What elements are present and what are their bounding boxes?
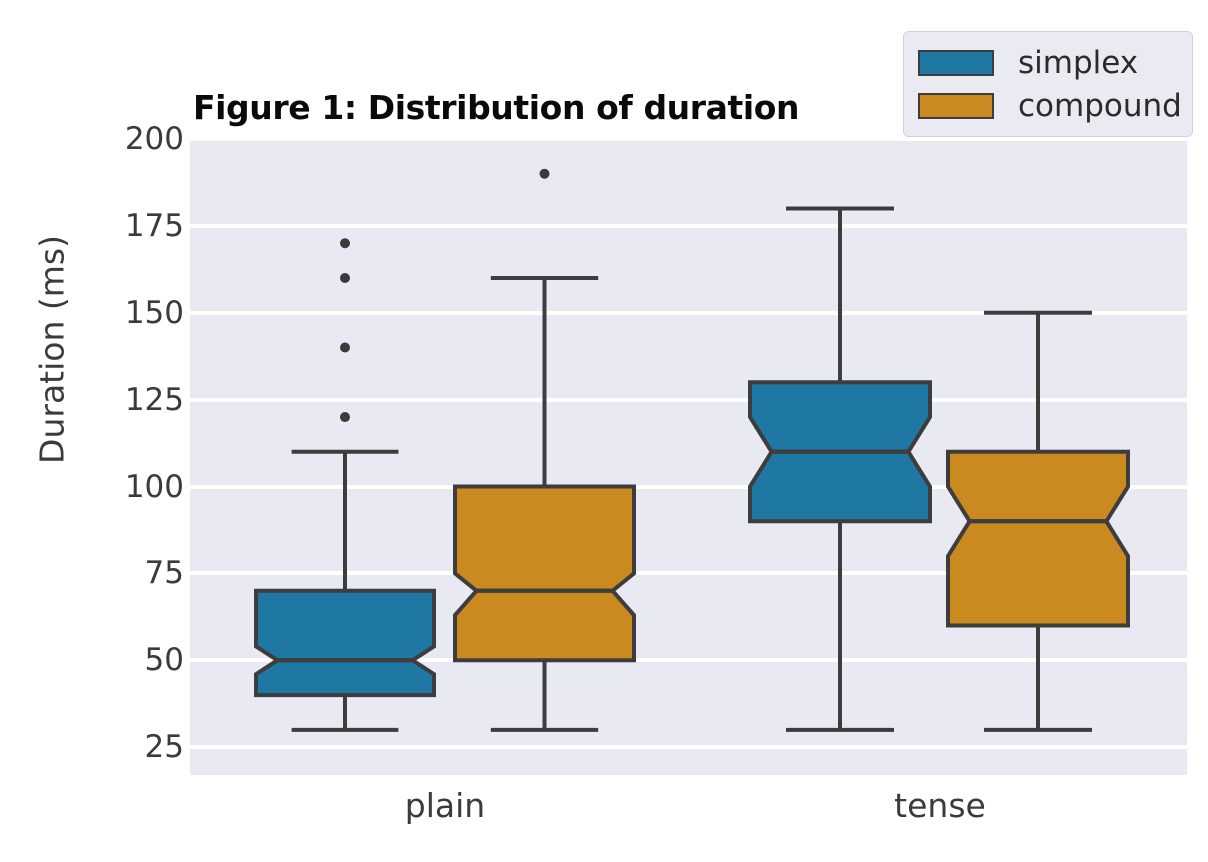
box-simplex-tense [748, 206, 932, 732]
y-axis-tick-label: 25 [144, 729, 184, 766]
outlier-point [539, 168, 550, 179]
gridline [190, 745, 1187, 750]
box-simplex-plain [254, 238, 436, 732]
box-compound-plain [453, 168, 636, 732]
gridline [190, 571, 1187, 576]
y-axis-tick-label: 125 [124, 381, 184, 418]
box-compound-tense [946, 310, 1130, 732]
legend-item[interactable]: compound [918, 84, 1182, 127]
outlier-point [340, 273, 350, 284]
y-axis-tick-label: 50 [144, 642, 184, 679]
y-axis-tick-labels: 200 175 150 125 100 75 50 25 [104, 0, 184, 862]
legend-swatch-icon [918, 49, 994, 76]
y-axis-tick-label: 200 [124, 121, 184, 157]
gridline [190, 139, 1187, 141]
x-axis-tick-label: tense [894, 786, 986, 825]
gridline [190, 223, 1187, 228]
gridline [190, 310, 1187, 315]
gridline [190, 484, 1187, 489]
outlier-point [340, 412, 350, 423]
boxplot-series-layer [254, 168, 1130, 732]
gridline [190, 658, 1187, 663]
y-axis-tick-label: 150 [124, 294, 184, 331]
legend-item-label: compound [1018, 87, 1182, 124]
y-axis-tick-label: 100 [124, 468, 184, 505]
gridline [190, 397, 1187, 402]
legend: simplex compound [903, 31, 1193, 137]
outlier-point [340, 238, 350, 249]
legend-item-label: simplex [1018, 44, 1139, 81]
y-axis-label: Duration (ms) [32, 235, 72, 464]
plot-area [190, 139, 1187, 775]
page-title: Figure 1: Distribution of duration [193, 88, 800, 127]
outlier-point [340, 342, 350, 353]
legend-item[interactable]: simplex [918, 41, 1180, 84]
x-axis-tick-label: plain [404, 786, 486, 825]
y-axis-tick-label: 75 [144, 555, 184, 592]
legend-swatch-icon [918, 92, 994, 119]
y-axis-tick-label: 175 [124, 207, 184, 244]
